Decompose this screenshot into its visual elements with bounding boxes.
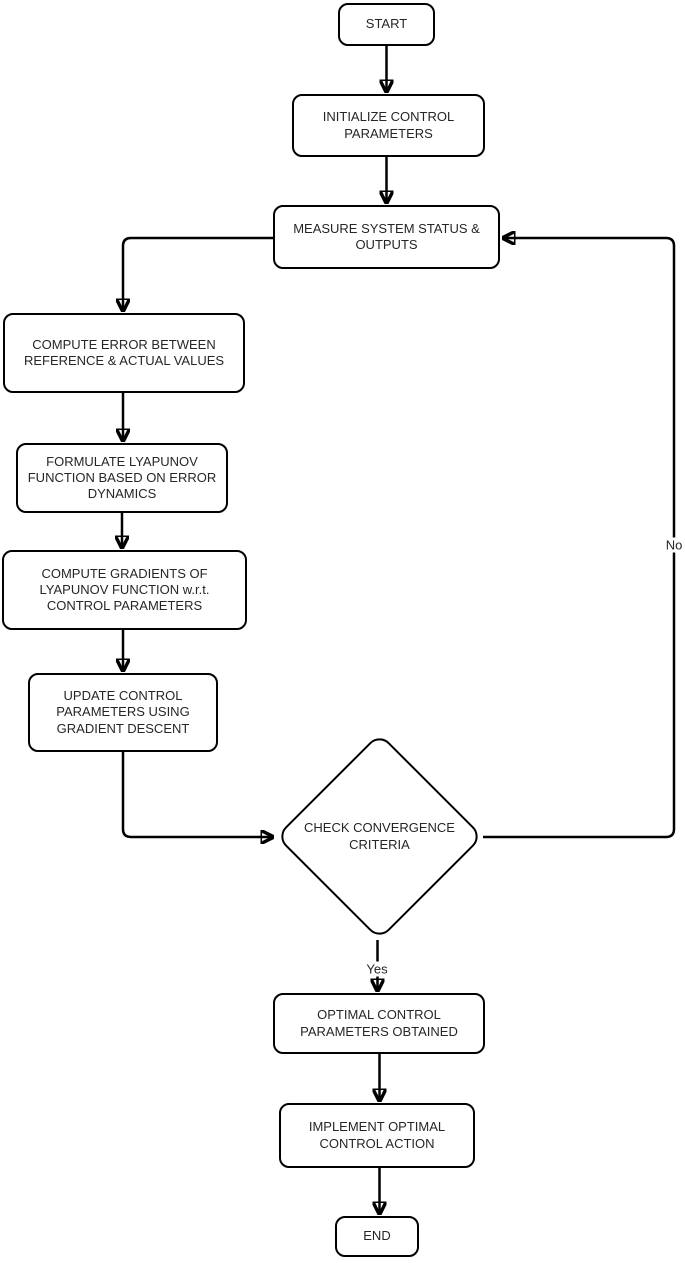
node-formulate-lyapunov: FORMULATE LYAPUNOV FUNCTION BASED ON ERR…	[16, 443, 228, 513]
node-compute-gradients: COMPUTE GRADIENTS OF LYAPUNOV FUNCTION w…	[2, 550, 247, 630]
node-formulate-label: FORMULATE LYAPUNOV FUNCTION BASED ON ERR…	[27, 453, 217, 502]
node-end: END	[335, 1216, 419, 1257]
node-measure-system-status: MEASURE SYSTEM STATUS & OUTPUTS	[273, 205, 500, 269]
edge-update-check	[121, 752, 272, 837]
decision-check-label: CHECK CONVERGENCE CRITERIA	[304, 820, 455, 852]
node-end-label: END	[363, 1228, 391, 1244]
node-start: START	[338, 3, 435, 46]
decision-check-convergence: CHECK CONVERGENCE CRITERIA	[279, 806, 480, 867]
node-start-label: START	[365, 16, 408, 32]
node-compute-error-label: COMPUTE ERROR BETWEEN REFERENCE & ACTUAL…	[23, 336, 225, 368]
node-implement-label: IMPLEMENT OPTIMAL CONTROL ACTION	[308, 1119, 446, 1151]
node-initialize-control-parameters: INITIALIZE CONTROL PARAMETERS	[292, 94, 485, 157]
node-implement-action: IMPLEMENT OPTIMAL CONTROL ACTION	[279, 1103, 475, 1168]
node-gradients-label: COMPUTE GRADIENTS OF LYAPUNOV FUNCTION w…	[39, 565, 210, 614]
node-update-parameters: UPDATE CONTROL PARAMETERS USING GRADIENT…	[28, 673, 218, 752]
edge-check-measure-no	[483, 238, 676, 839]
node-initialize-label: INITIALIZE CONTROL PARAMETERS	[322, 109, 455, 141]
node-measure-label: MEASURE SYSTEM STATUS & OUTPUTS	[293, 220, 480, 252]
node-optimal-parameters: OPTIMAL CONTROL PARAMETERS OBTAINED	[273, 993, 485, 1054]
edge-measure-compute-error	[123, 236, 273, 310]
node-compute-error: COMPUTE ERROR BETWEEN REFERENCE & ACTUAL…	[3, 313, 245, 393]
edge-label-yes: Yes	[364, 961, 390, 977]
edge-label-no: No	[663, 537, 685, 553]
node-update-label: UPDATE CONTROL PARAMETERS USING GRADIENT…	[56, 688, 190, 736]
node-optimal-label: OPTIMAL CONTROL PARAMETERS OBTAINED	[300, 1007, 458, 1039]
